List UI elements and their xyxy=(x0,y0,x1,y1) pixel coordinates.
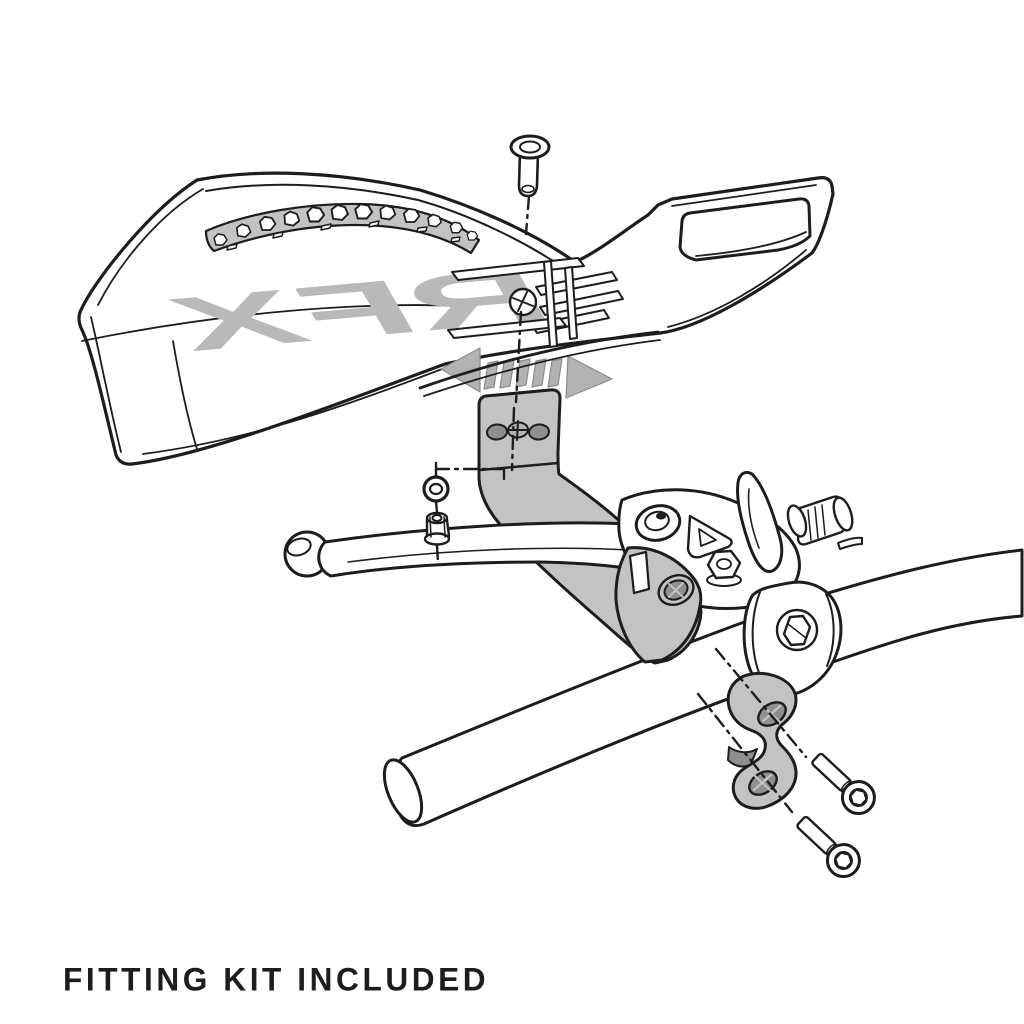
guard-face-creases xyxy=(90,316,198,453)
lever-pivot-inner xyxy=(644,510,670,532)
arm-screw-cross-icon xyxy=(668,582,684,598)
handguard: RFX xyxy=(77,171,835,466)
handlebar-end-cap xyxy=(382,758,424,824)
arrow-dashes xyxy=(483,358,563,390)
axis-washer-elbow xyxy=(434,461,506,481)
bolt-axis-upper xyxy=(714,647,808,759)
nut-ridges xyxy=(429,516,446,538)
axis-washer-to-nut xyxy=(434,500,440,564)
screw-tip xyxy=(521,184,535,194)
bracket-screw-cross-icon xyxy=(508,420,528,441)
socket-bolt-upper xyxy=(811,752,876,816)
perch-hex-nut xyxy=(706,549,742,580)
guard-bottom-edge-inner xyxy=(423,339,661,397)
clamp-hole-lower-cross-icon xyxy=(752,773,773,793)
lever-pivot xyxy=(634,504,682,542)
perch-hex-nut-face xyxy=(716,558,732,570)
clamp-hex-bolt-line xyxy=(787,623,807,639)
bar-clamp-half xyxy=(726,671,798,810)
screw-head xyxy=(509,134,551,160)
lever-highlight-line xyxy=(347,547,646,563)
bolt-head xyxy=(825,843,861,879)
arm-keeper-tab xyxy=(628,550,651,595)
bolt-hex-socket-icon xyxy=(849,788,868,807)
bolt-head xyxy=(840,780,876,816)
washer xyxy=(422,475,450,503)
guard-arm-inner-lines xyxy=(667,184,817,328)
guard-spine-line xyxy=(97,188,204,306)
lever-pivot-dot xyxy=(656,512,666,520)
texture-hexagons xyxy=(213,203,479,250)
guard-screw-cross-icon xyxy=(512,291,534,312)
lever-ball-highlight xyxy=(286,537,312,557)
axis-guard-to-bracket xyxy=(514,310,523,404)
guard-shell xyxy=(77,171,835,466)
perch-details xyxy=(634,470,863,587)
axis-screw-to-guard xyxy=(524,194,531,236)
screw-head-top xyxy=(519,140,541,154)
guard-mounting-screw xyxy=(509,134,551,198)
guard-clamp-lobe xyxy=(614,546,703,664)
adjuster-lock-washer xyxy=(786,504,808,538)
axis-bracket-internal xyxy=(510,406,516,472)
bolt-hex-socket-icon xyxy=(834,851,853,870)
perch-brace-hole xyxy=(698,528,717,547)
barrel-thread-lines xyxy=(807,504,826,541)
texture-slits xyxy=(227,221,460,250)
wing-knob-edge-line xyxy=(747,488,760,549)
assembly-axes xyxy=(434,194,531,564)
bracket-hole-left xyxy=(486,423,508,441)
caption: FITTING KIT INCLUDED xyxy=(63,961,490,998)
guard-adjustment-fins xyxy=(447,257,624,348)
guard-bottom-rim-line xyxy=(142,365,451,455)
nut-hole xyxy=(431,514,443,522)
washer-hole xyxy=(428,482,444,496)
bracket-hole-right xyxy=(528,423,550,441)
adjuster-c-clip xyxy=(837,536,863,550)
handlebar-tube xyxy=(395,548,1024,827)
guard-top-rim-line xyxy=(205,183,565,269)
handlebar xyxy=(382,548,1024,827)
clamp-saddle-notch xyxy=(727,746,758,768)
guard-crease-upper xyxy=(81,304,463,342)
guard-bottom-edge-overlay xyxy=(418,330,660,390)
socket-bolt-lower xyxy=(796,815,861,879)
barrel-end-cap xyxy=(832,496,854,532)
perch-clamp xyxy=(742,580,843,698)
arrow-right-head-icon xyxy=(565,355,613,399)
clamp-band-edges xyxy=(751,591,835,679)
bolt-axis-lower xyxy=(696,692,794,814)
guard-arm-cutout xyxy=(678,197,812,262)
